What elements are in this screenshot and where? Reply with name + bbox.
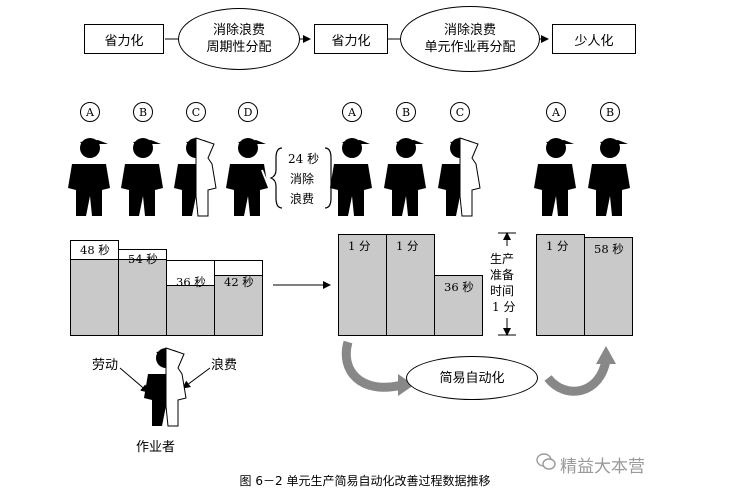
worker-badge-stage1-1: B — [133, 102, 153, 122]
cycle-time-line1: 生产 — [490, 252, 515, 266]
cycle-time-line2: 准备 — [490, 268, 515, 282]
flow-ellipse-2-line1: 消除浪费 — [443, 23, 496, 38]
legend-labor: 劳动 — [92, 358, 119, 373]
removed-eliminate-label: 消除 — [290, 172, 315, 186]
curved-arrow-right-head — [596, 346, 616, 364]
flow-box-labor-saving-2: 省力化 — [314, 24, 388, 54]
automation-ellipse: 简易自动化 — [406, 356, 538, 400]
bar-label-stage2-B: 1 分 — [396, 239, 419, 253]
bar-label-stage3-B: 58 秒 — [594, 242, 624, 256]
bar-stage2-C — [434, 275, 483, 336]
bar-stage1-C — [166, 285, 215, 336]
figure-caption: 图 6－2 单元生产简易自动化改善过程数据推移 — [239, 474, 491, 488]
worker-badge-stage3-1: B — [600, 102, 620, 122]
bar-stage1-D — [214, 275, 263, 336]
bar-stage3-B — [584, 237, 633, 336]
bar-stage1-B — [118, 259, 167, 336]
bar-stage1-A — [70, 259, 119, 336]
watermark: 精益大本营 — [560, 457, 645, 477]
worker-badge-stage2-2: C — [450, 102, 470, 122]
flow-ellipse-1-line1: 消除浪费 — [212, 23, 265, 38]
removed-time-label: 24 秒 — [288, 152, 320, 166]
waste-segment-stage1-B — [118, 249, 167, 260]
waste-segment-stage1-D — [214, 260, 263, 276]
bar-label-stage1-A: 48 秒 — [80, 243, 110, 257]
bar-label-stage1-C: 36 秒 — [176, 275, 206, 289]
worker-badge-stage3-0: A — [546, 102, 566, 122]
worker-badge-stage2-0: A — [342, 102, 362, 122]
flow-ellipse-1: 消除浪费 周期性分配 — [178, 8, 300, 70]
worker-badge-stage2-1: B — [396, 102, 416, 122]
curved-arrow-left — [341, 340, 404, 392]
worker-badge-stage1-3: D — [238, 102, 258, 122]
removed-brace-right — [324, 147, 332, 209]
labor-pointer — [119, 367, 149, 393]
legend-waste: 浪费 — [211, 358, 238, 373]
bar-label-stage1-D: 42 秒 — [224, 275, 254, 289]
flow-box-labor-saving-1: 省力化 — [84, 24, 164, 54]
bar-label-stage1-B: 54 秒 — [128, 252, 158, 266]
cycle-time-value: 1 分 — [492, 300, 516, 314]
removed-brace — [269, 147, 283, 209]
flow-box-reduced-staff: 少人化 — [552, 24, 636, 54]
curved-arrow-right — [544, 358, 611, 396]
removed-waste-label: 浪费 — [290, 192, 315, 206]
worker-badge-stage1-2: C — [186, 102, 206, 122]
flow-ellipse-2: 消除浪费 单元作业再分配 — [400, 6, 540, 72]
bar-label-stage3-A: 1 分 — [546, 239, 569, 253]
bar-label-stage2-A: 1 分 — [348, 239, 371, 253]
waste-pointer — [182, 367, 211, 389]
worker-badge-stage1-0: A — [80, 102, 100, 122]
legend-worker: 作业者 — [136, 440, 176, 455]
bar-label-stage2-C: 36 秒 — [444, 280, 474, 294]
cycle-time-line3: 时间 — [490, 284, 515, 298]
flow-ellipse-2-line2: 单元作业再分配 — [424, 40, 516, 55]
wechat-icon — [536, 453, 556, 470]
automation-label: 简易自动化 — [439, 370, 505, 386]
curved-arrow-left-head — [398, 374, 414, 396]
flow-ellipse-1-line2: 周期性分配 — [206, 40, 272, 55]
